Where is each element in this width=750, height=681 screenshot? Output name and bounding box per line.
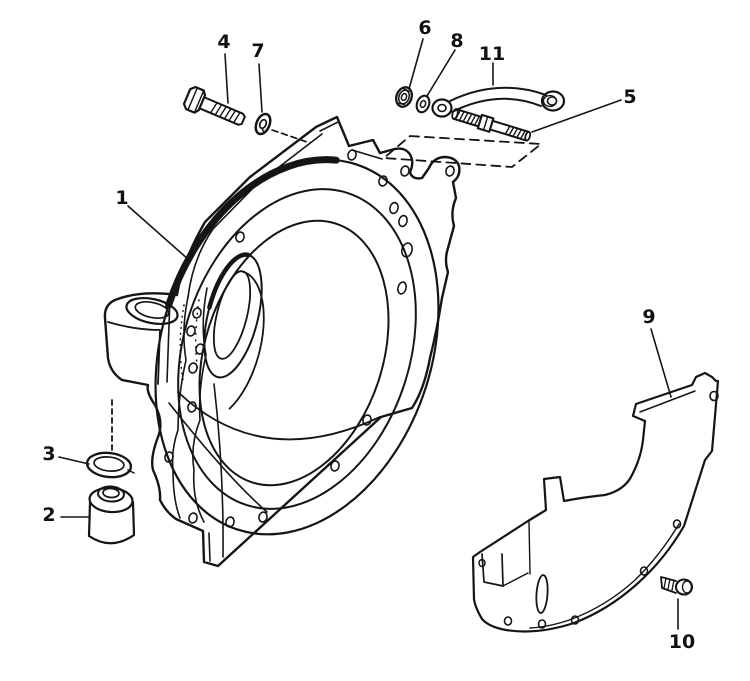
callout-8-label: 8 (450, 30, 463, 52)
callout-2-label: 2 (42, 504, 55, 526)
callout-8-leader (426, 49, 456, 97)
callout-6-leader (408, 38, 424, 90)
callout-11-label: 11 (479, 43, 505, 65)
flywheel-housing-drawing (103, 115, 461, 568)
bore-shading-arc (202, 252, 264, 380)
callout-7-label: 7 (251, 40, 264, 62)
lock-washer-drawing (254, 112, 272, 136)
callout-5-leader (531, 99, 622, 133)
phantom-mount-outline (383, 135, 542, 168)
callout-9-label: 9 (642, 306, 655, 328)
grommet-drawing (87, 485, 136, 545)
callout-1-leader (127, 205, 190, 261)
callout-numbers: 1 2 3 4 5 6 7 8 9 10 11 (42, 17, 695, 653)
hex-bolt-drawing (182, 85, 246, 126)
callout-10-label: 10 (669, 631, 695, 653)
callout-3-leader (58, 456, 90, 465)
hex-nut-drawing (395, 86, 413, 108)
screw-drawing (660, 576, 694, 596)
callout-leaders (58, 38, 679, 630)
cover-plate-drawing (471, 371, 720, 633)
flange-bolt-holes (164, 149, 455, 528)
callout-4-leader (224, 53, 229, 104)
callout-7-leader (258, 63, 263, 113)
callout-9-leader (650, 328, 672, 398)
stud-drawing (451, 108, 532, 142)
washer-dashed-leader (271, 129, 311, 144)
strap-drawing (431, 86, 566, 118)
o-ring-drawing (85, 451, 135, 479)
callout-4-label: 4 (217, 31, 230, 53)
callout-1-label: 1 (115, 187, 128, 209)
mounting-boss (107, 296, 179, 385)
callout-5-label: 5 (623, 86, 636, 108)
callout-6-label: 6 (418, 17, 431, 39)
callout-3-label: 3 (42, 443, 55, 465)
flat-washer-drawing (415, 94, 431, 114)
